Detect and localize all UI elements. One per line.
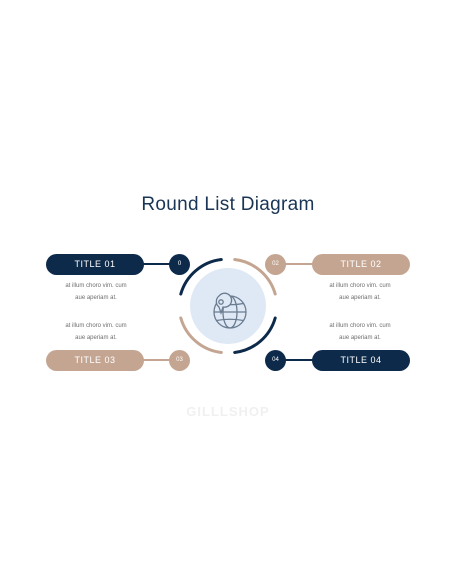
node-04-number: 04 (272, 357, 279, 363)
title-04-connector (282, 359, 316, 361)
title-03-pill[interactable]: TITLE 03 (46, 350, 144, 371)
description-03-line-1: at illum choro vim. cum (65, 323, 127, 329)
description-04: at illum choro vim. cum aue aperiam at. (310, 320, 410, 344)
description-03-line-2: aue aperiam at. (75, 335, 117, 341)
title-04-pill[interactable]: TITLE 04 (312, 350, 410, 371)
title-02-connector (282, 263, 316, 265)
description-04-line-1: at illum choro vim. cum (329, 323, 391, 329)
node-02: 02 (265, 254, 286, 275)
globe-location-icon (213, 292, 247, 329)
diagram-title: Round List Diagram (141, 194, 315, 215)
title-01-pill[interactable]: TITLE 01 (46, 254, 144, 275)
node-01: 0 (169, 254, 190, 275)
ring-arc-bottom-right (233, 316, 277, 354)
node-03: 03 (169, 350, 190, 371)
ring-arc-top-right (233, 258, 277, 296)
title-02-label: TITLE 02 (340, 259, 382, 269)
node-02-number: 02 (272, 261, 279, 267)
title-02-pill[interactable]: TITLE 02 (312, 254, 410, 275)
description-04-line-2: aue aperiam at. (339, 335, 381, 341)
description-01-line-1: at illum choro vim. cum (65, 283, 127, 289)
description-01: at illum choro vim. cum aue aperiam at. (46, 280, 146, 304)
title-03-label: TITLE 03 (74, 355, 116, 365)
ring-arc-top-left (179, 258, 223, 296)
node-01-number: 0 (177, 261, 182, 267)
title-01-label: TITLE 01 (74, 259, 116, 269)
ring-arc-bottom-left (179, 316, 223, 354)
title-04-label: TITLE 04 (340, 355, 382, 365)
description-02-line-1: at illum choro vim. cum (329, 283, 391, 289)
description-02-line-2: aue aperiam at. (339, 295, 381, 301)
title-01-connector (140, 263, 174, 265)
title-03-connector (140, 359, 174, 361)
node-04: 04 (265, 350, 286, 371)
description-03: at illum choro vim. cum aue aperiam at. (46, 320, 146, 344)
watermark: GILLLSHOP (186, 404, 270, 419)
description-01-line-2: aue aperiam at. (75, 295, 117, 301)
node-03-number: 03 (176, 357, 183, 363)
description-02: at illum choro vim. cum aue aperiam at. (310, 280, 410, 304)
